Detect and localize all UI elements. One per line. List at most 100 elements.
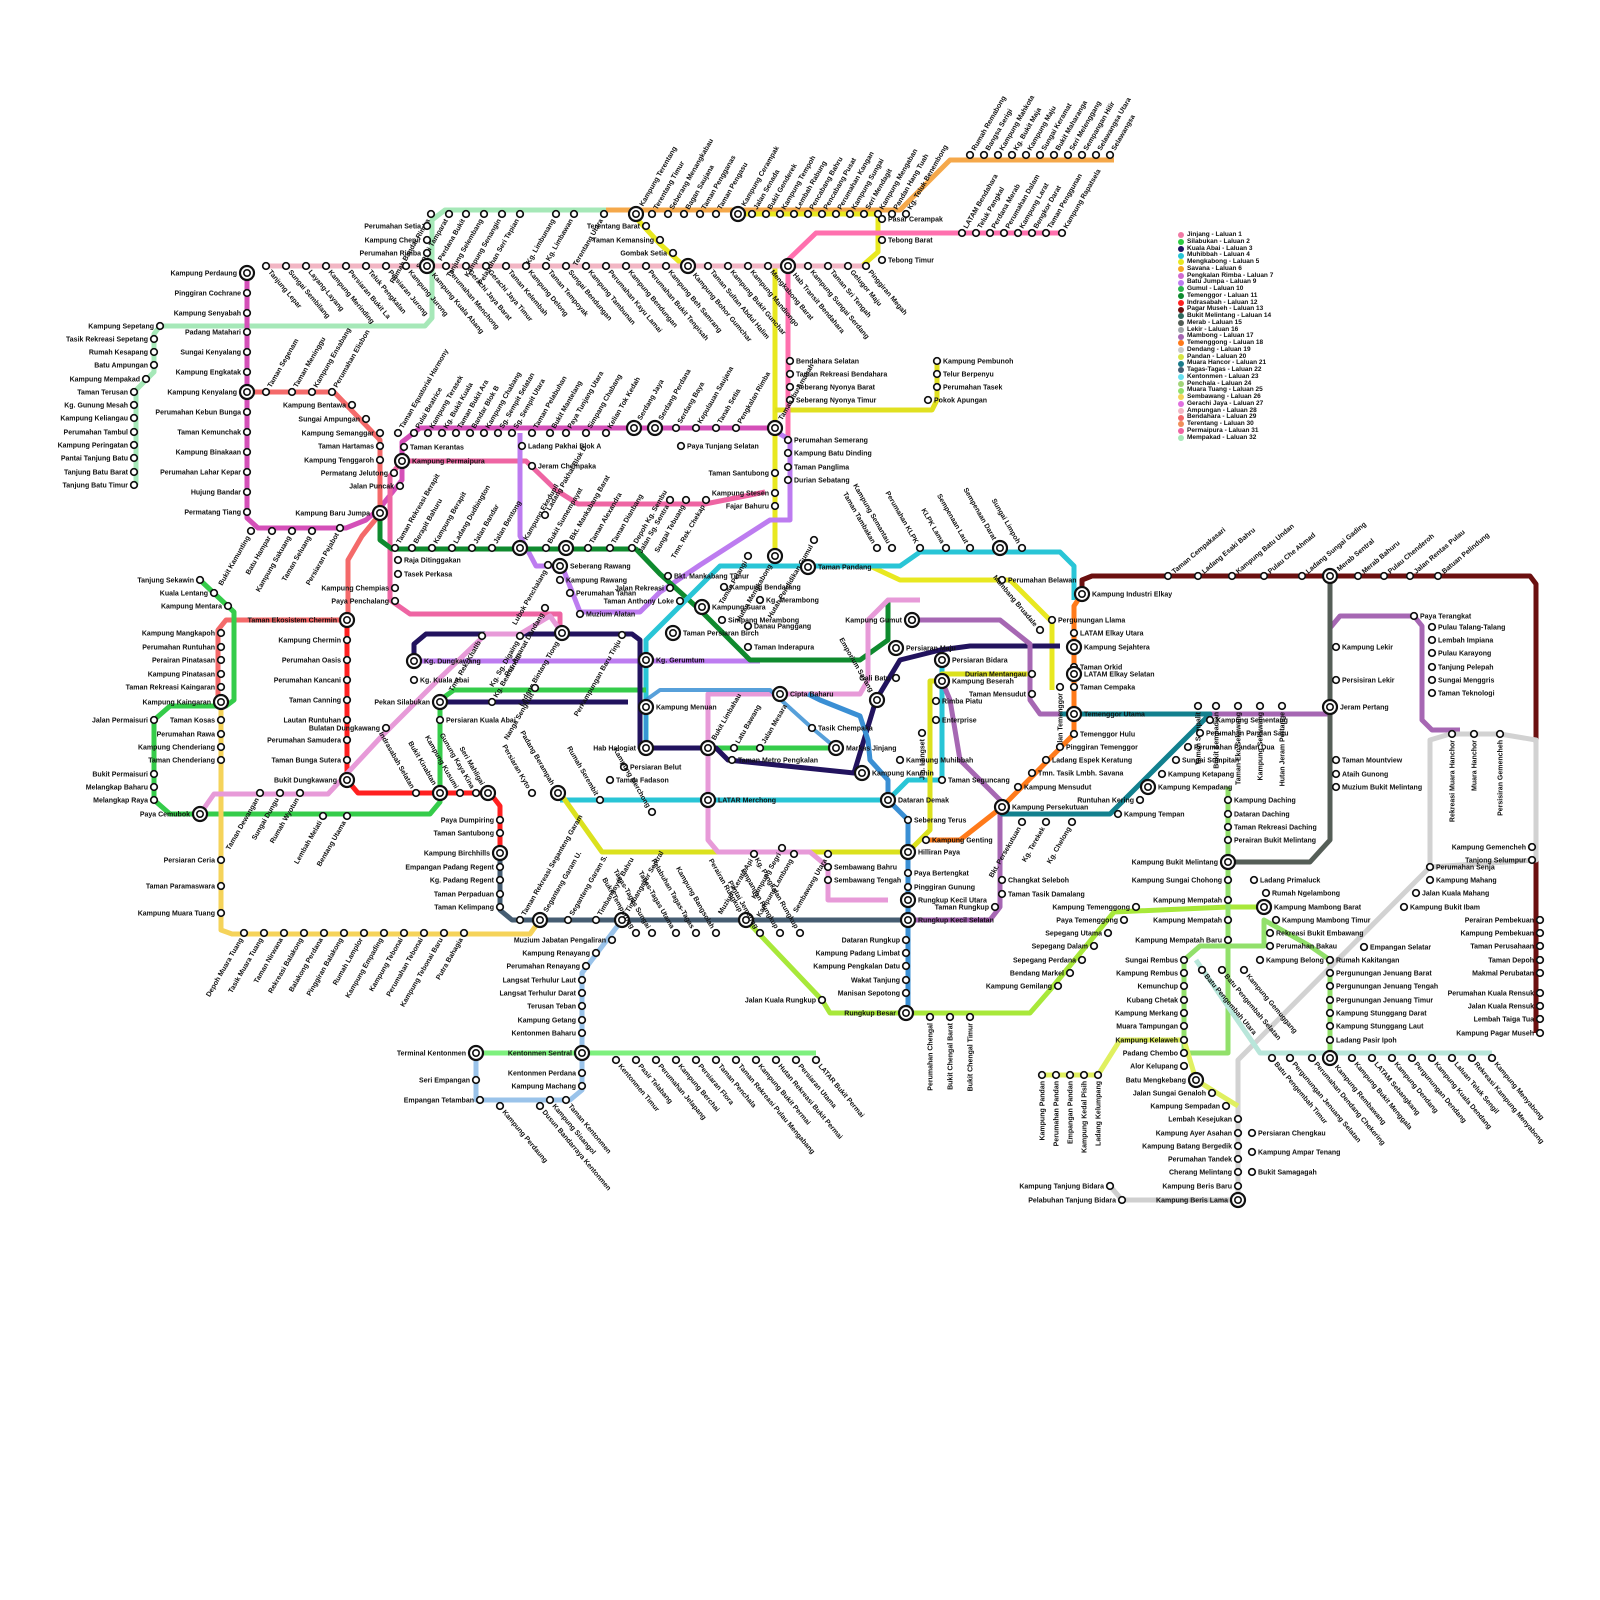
station[interactable]: Kg. Terekek	[1021, 817, 1051, 864]
station[interactable]: Kampung Keliangau	[60, 413, 139, 423]
station[interactable]: Kampung Mempatah	[1153, 915, 1233, 925]
interchange-station[interactable]: Kg. Gerumtum	[637, 651, 705, 669]
station[interactable]: Perumahan Tambul	[64, 427, 139, 437]
station[interactable]: Taman Perusahaan	[1470, 941, 1545, 951]
station[interactable]: Lembah Kesejukan	[1168, 1114, 1243, 1124]
station[interactable]: Runtuhan Kering	[1077, 795, 1145, 805]
station[interactable]: Perkampungan Baru Tinju	[573, 630, 627, 718]
station[interactable]: Kampung Pinatasan	[148, 669, 226, 679]
station[interactable]: Latu Bawang	[729, 704, 763, 753]
station[interactable]: Kampung Pembekuan	[1460, 928, 1545, 938]
station[interactable]: Taman Kelimpang	[434, 902, 505, 912]
station[interactable]: Sungai Rembus	[1125, 955, 1189, 965]
station[interactable]: Rumah Kesapang	[89, 347, 159, 357]
station[interactable]: Taman Seguncang	[937, 775, 1010, 785]
station[interactable]: Seberang Terus	[903, 815, 967, 825]
station[interactable]: Persisiran Lekir	[1331, 675, 1395, 685]
interchange-station[interactable]: Kampung Kempadang	[1139, 778, 1232, 796]
station[interactable]: Tanjung Lepar	[261, 261, 303, 311]
station[interactable]: Kampung Genting	[921, 835, 993, 845]
station[interactable]: Kampung Binakaan	[176, 447, 252, 457]
station[interactable]: Muara Hanchor	[1469, 729, 1479, 791]
interchange-station[interactable]: Kampung Bukit Melintang	[1132, 853, 1237, 871]
station[interactable]: Pasir Telabang	[631, 1055, 674, 1106]
station[interactable]: Rekreasi Bukit Embawang	[1265, 928, 1364, 938]
station[interactable]: Cherang Melintang	[1169, 1167, 1243, 1177]
station[interactable]: Perumahan Pandan Dua	[1183, 742, 1275, 752]
station[interactable]: Kampung Beris Baru	[1162, 1181, 1243, 1191]
station[interactable]: Taman Fadason	[605, 775, 669, 785]
station[interactable]: Kampung Daching	[1223, 795, 1296, 805]
station[interactable]: Muara Tampungan	[1116, 1021, 1189, 1031]
station[interactable]: Alor Kelupang	[1130, 1061, 1189, 1071]
station[interactable]: Hujung Bandar	[191, 487, 252, 497]
station[interactable]: Gombak Setia	[620, 248, 678, 258]
station[interactable]: Gali Batu	[859, 673, 901, 683]
station[interactable]: Taman Kemansing	[592, 235, 665, 245]
station[interactable]: Kampung Stunggang Darat	[1325, 1008, 1428, 1018]
station[interactable]: Tagas-Tagas Utama	[637, 870, 681, 938]
station[interactable]: Jalan Kuala Mahang	[1411, 888, 1490, 898]
station[interactable]: Persisiran Gemencheh	[1495, 729, 1505, 816]
station[interactable]: Kuala Lentang	[160, 588, 219, 598]
station[interactable]: Padang Chembo	[1123, 1048, 1189, 1058]
station[interactable]: Kampung Muhibbah	[895, 755, 974, 765]
interchange-station[interactable]: Bukit Dungkawang	[274, 771, 356, 789]
station[interactable]: Langsat Terhulur Laut	[503, 975, 587, 985]
station[interactable]: Muzium Bukit Melintang	[1331, 782, 1422, 792]
station[interactable]: Kampung Sepetang	[88, 321, 165, 331]
station[interactable]: Pergunungan Llama	[1047, 615, 1126, 625]
station[interactable]: Persiaran Belut	[619, 762, 682, 772]
station[interactable]: Sungai Sumpitan	[1171, 755, 1239, 765]
station[interactable]: Perumahan Kebun Bunga	[155, 407, 252, 417]
interchange-station[interactable]: Kampung Beserah	[933, 672, 1014, 690]
station[interactable]: Ladang Kelumpang	[1093, 1070, 1103, 1146]
station[interactable]: Simpang Merambong	[717, 615, 799, 625]
station[interactable]: Kampung Rembus	[1116, 968, 1189, 978]
station[interactable]: Tanjung Batu Timur	[63, 480, 139, 490]
station[interactable]: Melangkap Raya	[93, 795, 159, 805]
station[interactable]: Taman Santubong	[708, 468, 780, 478]
station[interactable]: Kampung Chermin	[278, 635, 352, 645]
station[interactable]: Batu Ampungan	[94, 360, 159, 370]
station[interactable]: Kubang Chetak	[1127, 995, 1189, 1005]
station[interactable]: Kampung Machang	[511, 1081, 587, 1091]
station[interactable]: Taman Terusan	[77, 387, 139, 397]
station[interactable]: Bukit Chengal Barat	[945, 1012, 955, 1090]
station[interactable]: Kampung Batu Dinding	[783, 448, 872, 458]
station[interactable]: Danau Panggang	[743, 621, 811, 631]
station[interactable]: Perumahan Kancani	[274, 675, 352, 685]
station[interactable]: Melangkap Baharu	[86, 782, 159, 792]
station[interactable]: Sembawang Bahru	[823, 862, 897, 872]
interchange-station[interactable]: Pekan Silabukan	[374, 693, 449, 711]
station[interactable]: Kg. Padang Regent	[430, 875, 505, 885]
station[interactable]: Ladang Espek Keratung	[1041, 755, 1132, 765]
station[interactable]: Lembah Taiga Tua	[1474, 1014, 1545, 1024]
station[interactable]: Taman Depoh	[1488, 955, 1545, 965]
station[interactable]: Persiaran Ceria	[164, 855, 226, 865]
station[interactable]: Bulatan Dungkawang	[309, 723, 391, 733]
station[interactable]: Taman Santubong	[433, 828, 505, 838]
station[interactable]: Kampung Sungai Chohong	[1132, 875, 1233, 885]
station[interactable]: Kampung Lekir	[1331, 642, 1394, 652]
station[interactable]: Sepegang Dalam	[1032, 941, 1099, 951]
station[interactable]: Tasek Perkasa	[393, 569, 453, 579]
interchange-station[interactable]: Kampung Persekutuan	[993, 798, 1088, 816]
station[interactable]: Pengkalan Rimba	[731, 371, 772, 433]
station[interactable]: Perumahan Tandek	[1168, 1154, 1243, 1164]
station[interactable]: Bukit Samagagah	[1247, 1167, 1317, 1177]
station[interactable]: Kampung Batang Bergedik	[1142, 1141, 1243, 1151]
station[interactable]: Pantai Tanjung Batu	[61, 453, 139, 463]
station[interactable]: Ladang Esaki Bahru	[1193, 527, 1257, 581]
station[interactable]: Kampung Chempias	[321, 583, 400, 593]
station[interactable]: Perumahan Pandan	[1051, 1070, 1061, 1147]
station[interactable]: Pulau Talang-Talang	[1427, 622, 1506, 632]
station[interactable]: Empangan Padang Regent	[405, 862, 505, 872]
station[interactable]: Perumahan Tahan	[565, 588, 636, 598]
station[interactable]: Makmal Perubatan	[1472, 968, 1545, 978]
station[interactable]: Seberang Nyonya Timur	[785, 395, 877, 405]
interchange-station[interactable]: Taman Ekosistem Chermin	[248, 611, 356, 629]
station[interactable]: Depoh Muara Tuang	[205, 928, 249, 999]
station[interactable]: Pergunungan Jenuang Barat	[1325, 968, 1433, 978]
station[interactable]: Taman Rungkup	[935, 902, 1000, 912]
